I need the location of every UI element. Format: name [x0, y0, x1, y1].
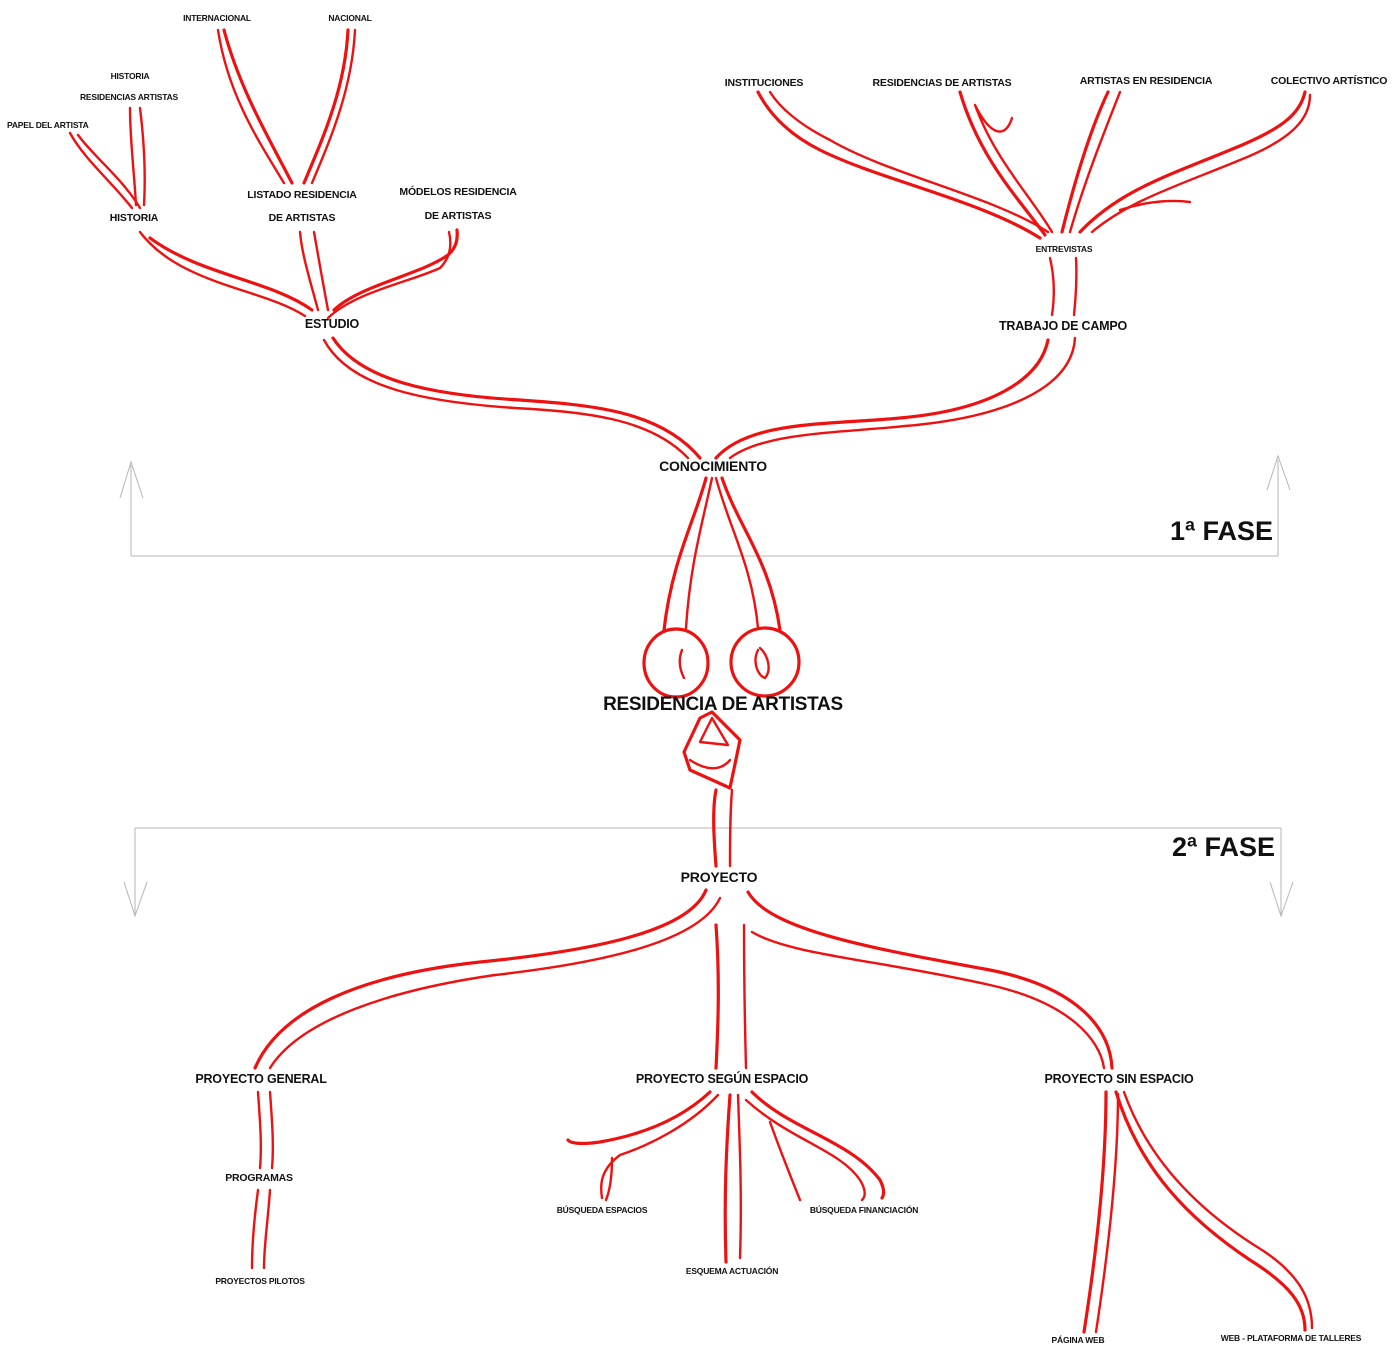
leaf-busqueda-espacios: BÚSQUEDA ESPACIOS: [557, 1205, 648, 1215]
leaf-pagina-web: PÁGINA WEB: [1052, 1335, 1105, 1345]
leaf-historia: HISTORIA: [111, 71, 150, 81]
leaf-busqueda-financiacion: BÚSQUEDA FINANCIACIÓN: [810, 1205, 918, 1215]
branch-trabajo: [716, 92, 1310, 458]
branch-head: [644, 478, 799, 866]
leaf-colectivo-artistico: COLECTIVO ARTÍSTICO: [1271, 75, 1388, 87]
leaf-artistas-en-residencia: ARTISTAS EN RESIDENCIA: [1080, 75, 1213, 87]
leaf-nacional: NACIONAL: [328, 13, 371, 23]
leaf-residencias-de-artistas: RESIDENCIAS DE ARTISTAS: [873, 77, 1012, 89]
leaf-instituciones: INSTITUCIONES: [725, 77, 804, 89]
node-proyecto-sin-espacio: PROYECTO SIN ESPACIO: [1044, 1072, 1193, 1086]
leaf-residencias-artistas: RESIDENCIAS ARTISTAS: [80, 92, 178, 102]
node-modelos-line2: DE ARTISTAS: [425, 210, 492, 222]
node-estudio: ESTUDIO: [305, 317, 359, 331]
branch-proyecto: [252, 890, 1312, 1332]
leaf-papel-del-artista: PAPEL DEL ARTISTA: [7, 120, 89, 130]
leaf-web-plataforma-de-talleres: WEB - PLATAFORMA DE TALLERES: [1221, 1333, 1361, 1343]
node-proyecto-general: PROYECTO GENERAL: [195, 1072, 326, 1086]
node-listado-line1: LISTADO RESIDENCIA: [247, 189, 356, 201]
node-entrevistas: ENTREVISTAS: [1036, 244, 1093, 254]
node-modelos-line1: MÓDELOS RESIDENCIA: [399, 186, 516, 198]
phase-1-title: 1ª FASE: [1170, 516, 1273, 547]
leaf-proyectos-pilotos: PROYECTOS PILOTOS: [215, 1276, 304, 1286]
node-listado-line2: DE ARTISTAS: [269, 212, 336, 224]
node-programas: PROGRAMAS: [225, 1172, 293, 1184]
phase-2-title: 2ª FASE: [1172, 832, 1275, 863]
node-trabajo-de-campo: TRABAJO DE CAMPO: [999, 319, 1127, 333]
leaf-internacional: INTERNACIONAL: [183, 13, 251, 23]
hub-conocimiento: CONOCIMIENTO: [659, 458, 767, 474]
node-historia: HISTORIA: [110, 212, 158, 224]
leaf-esquema-actuacion: ESQUEMA ACTUACIÓN: [686, 1266, 778, 1276]
hub-proyecto: PROYECTO: [681, 869, 758, 885]
root-label: RESIDENCIA DE ARTISTAS: [603, 694, 843, 716]
node-proyecto-segun-espacio: PROYECTO SEGÚN ESPACIO: [636, 1072, 808, 1086]
